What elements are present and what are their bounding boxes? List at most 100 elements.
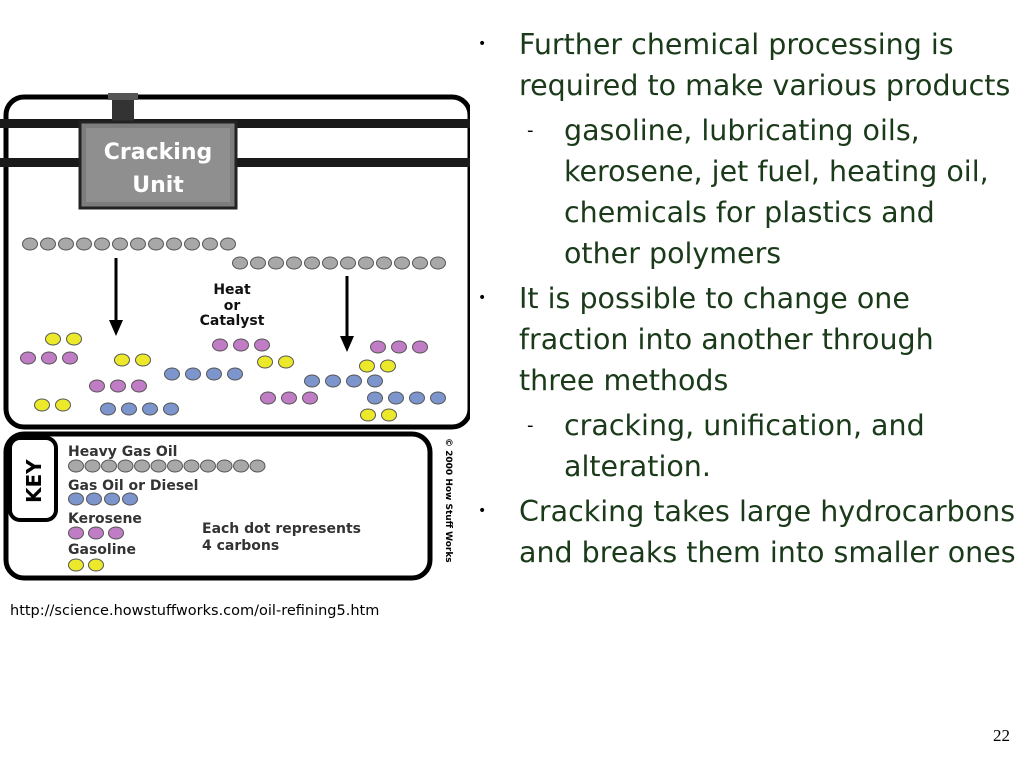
molecule-dot [20, 351, 36, 365]
molecule-dot [101, 459, 117, 473]
key-panel: KEY Heavy Gas Oil Gas Oil or Diesel Kero… [3, 431, 433, 581]
key-label-gas-oil: Gas Oil or Diesel [68, 478, 198, 494]
molecule-dot [108, 526, 124, 540]
molecule-dot [430, 391, 446, 405]
molecule-dot [94, 237, 110, 251]
bullet-text: Further chemical processing is required … [519, 28, 1011, 102]
molecule-dot [370, 340, 386, 354]
sub-bullet-dash: - [527, 415, 534, 436]
molecule-dot [45, 332, 61, 346]
sub-bullet-text: gasoline, lubricating oils, kerosene, je… [564, 114, 989, 270]
molecule-dot [250, 256, 266, 270]
molecule-dot [360, 408, 376, 422]
molecule-dot [391, 340, 407, 354]
bullet-item: • Cracking takes large hydrocarbons and b… [478, 491, 1018, 573]
down-arrow-right [340, 276, 354, 352]
molecule-dot [185, 367, 201, 381]
molecule-dot [367, 391, 383, 405]
bullet-dot: • [478, 36, 487, 52]
molecule-dot [167, 459, 183, 473]
molecule-dot [22, 237, 38, 251]
bullet-item: • Further chemical processing is required… [478, 24, 1018, 106]
molecule-dot [412, 340, 428, 354]
molecule-dot [257, 355, 273, 369]
molecule-dot [202, 237, 218, 251]
sub-bullet-item: -cracking, unification, and alteration. [519, 405, 1018, 487]
molecule-dot [206, 367, 222, 381]
molecule-dot [281, 391, 297, 405]
molecule-dot [142, 402, 158, 416]
molecule-dot [88, 526, 104, 540]
molecule-dot [121, 402, 137, 416]
key-title: KEY [22, 459, 46, 503]
molecule-dot [183, 459, 200, 473]
molecule-dot [381, 408, 397, 422]
molecule-dot [233, 338, 249, 352]
molecule-dot [340, 256, 356, 270]
key-label-heavy-gas-oil: Heavy Gas Oil [68, 444, 177, 460]
bullet-item: • It is possible to change one fraction i… [478, 278, 1018, 401]
molecule-dot [164, 367, 180, 381]
bullet-dot: • [478, 503, 487, 519]
molecule-dot [104, 492, 120, 506]
molecule-dot [232, 256, 248, 270]
molecule-dot [380, 359, 396, 373]
molecule-dot [212, 338, 228, 352]
molecule-dot [412, 256, 428, 270]
molecule-dot [304, 256, 320, 270]
molecule-dot [66, 332, 82, 346]
molecule-dot [227, 367, 243, 381]
molecule-dot [112, 237, 128, 251]
molecule-dot [166, 237, 182, 251]
bullet-text: Cracking takes large hydrocarbons and br… [519, 495, 1016, 569]
molecule-dot [68, 492, 84, 506]
molecule-dot [122, 492, 138, 506]
molecule-dot [110, 379, 126, 393]
molecule-dot [216, 459, 233, 473]
molecule-dot [304, 374, 320, 388]
molecule-dot [322, 256, 338, 270]
molecule-dot [184, 237, 200, 251]
molecule-dot [286, 256, 302, 270]
molecule-dot [68, 558, 84, 572]
molecule-dot [249, 459, 266, 473]
molecule-dot [409, 391, 425, 405]
down-arrow-left [109, 258, 123, 336]
molecule-dot [358, 256, 374, 270]
key-note-line1: Each dot represents [202, 521, 361, 537]
molecule-dot [254, 338, 270, 352]
molecule-dots [20, 237, 446, 422]
molecule-dot [130, 237, 146, 251]
sub-bullet-item: - gasoline, lubricating oils, kerosene, j… [519, 110, 1018, 274]
unit-label-line2: Unit [132, 173, 184, 198]
molecule-dot [150, 459, 167, 473]
molecule-dot [68, 459, 84, 473]
key-label-kerosene: Kerosene [68, 511, 142, 527]
source-url[interactable]: http://science.howstuffworks.com/oil-ref… [10, 603, 380, 619]
molecule-dot [325, 374, 341, 388]
bullet-dot: • [478, 290, 487, 306]
sub-bullet-dash: - [527, 120, 534, 141]
molecule-dot [34, 398, 50, 412]
molecule-dot [233, 459, 249, 473]
molecule-dot [346, 374, 362, 388]
molecule-dot [131, 379, 147, 393]
bullet-text: It is possible to change one fraction in… [519, 282, 934, 397]
molecule-dot [41, 351, 57, 365]
process-label-or: or [224, 298, 241, 314]
molecule-dot [359, 359, 375, 373]
molecule-dot [260, 391, 276, 405]
molecule-dot [430, 256, 446, 270]
molecule-dot [58, 237, 74, 251]
molecule-dot [394, 256, 410, 270]
molecule-dot [134, 459, 150, 473]
molecule-dot [148, 237, 164, 251]
molecule-dot [388, 391, 404, 405]
molecule-dot [367, 374, 383, 388]
molecule-dot [68, 526, 84, 540]
unit-label-line1: Cracking [104, 140, 212, 165]
molecule-dot [62, 351, 78, 365]
molecule-dot [89, 379, 105, 393]
molecule-dot [76, 237, 92, 251]
molecule-dot [40, 237, 56, 251]
